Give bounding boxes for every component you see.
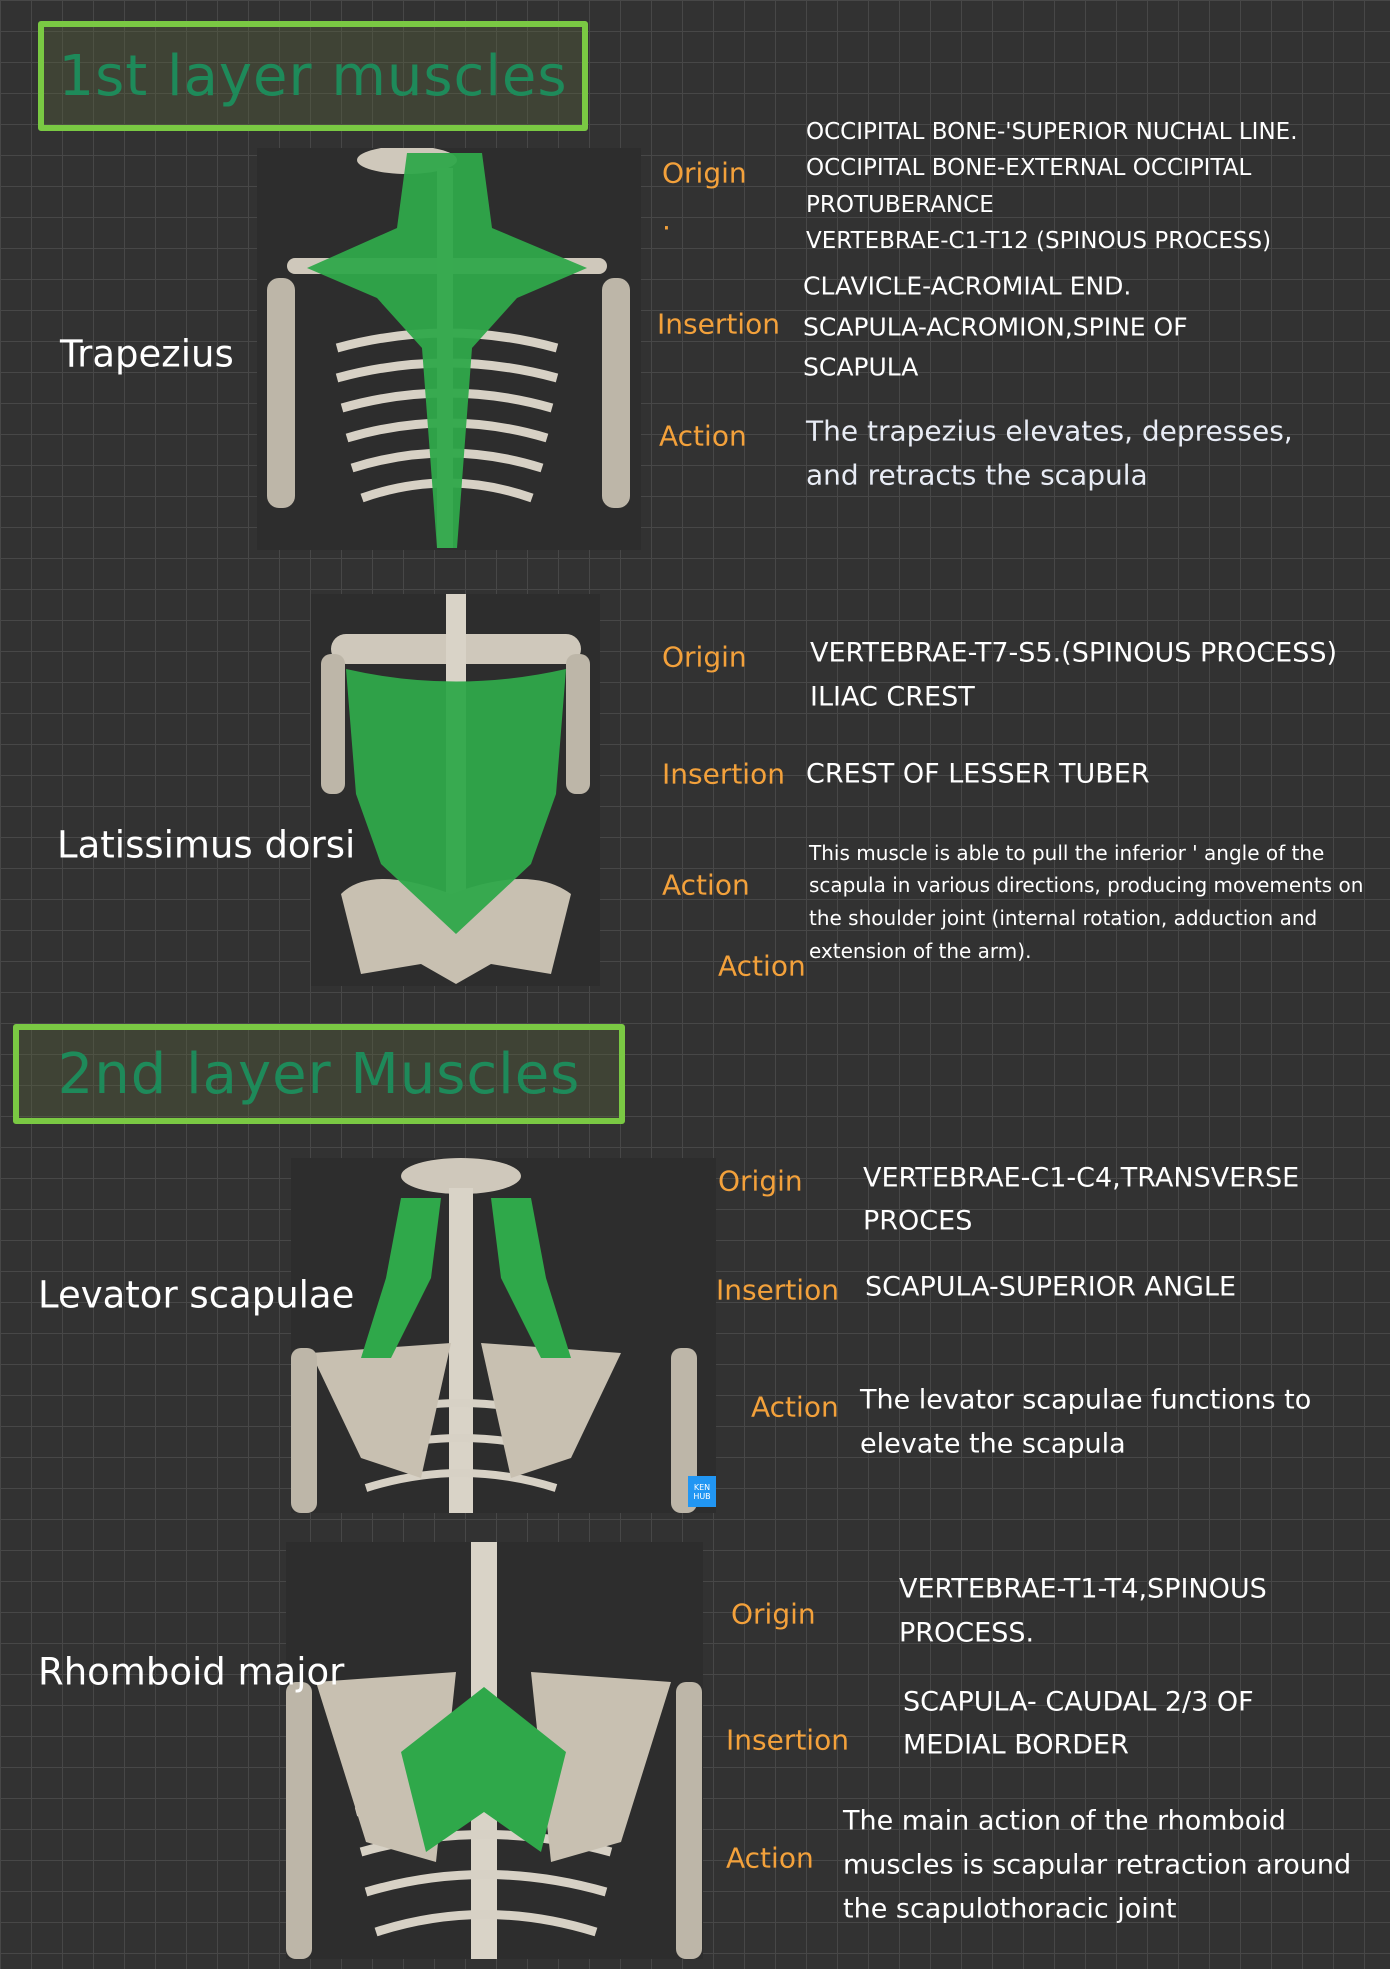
text-line: The levator scapulae functions to: [860, 1384, 1312, 1416]
text-line: MEDIAL BORDER: [903, 1729, 1129, 1761]
text-line: SCAPULA: [803, 352, 919, 382]
text-line: This muscle is able to pull the inferior…: [809, 841, 1325, 865]
section-title-text: 2nd layer Muscles: [57, 1041, 581, 1107]
action-label: Action: [659, 419, 747, 453]
text-line: the scapulothoracic joint: [843, 1893, 1177, 1925]
text-line: PROTUBERANCE: [806, 192, 994, 218]
rhomboid-major-illustration: [286, 1542, 703, 1959]
muscle-name-rhomboid-major: Rhomboid major: [38, 1650, 345, 1694]
text-line: ILIAC CREST: [810, 681, 975, 713]
origin-label: Origin: [662, 156, 747, 190]
text-line: elevate the scapula: [860, 1428, 1126, 1460]
muscle-name-trapezius: Trapezius: [60, 332, 234, 376]
section-title-text: 1st layer muscles: [58, 43, 568, 109]
stray-dot: .: [662, 203, 671, 237]
action-label: Action: [751, 1390, 839, 1424]
origin-label: Origin: [718, 1164, 803, 1198]
text-line: the shoulder joint (internal rotation, a…: [809, 906, 1318, 930]
muscle-name-latissimus-dorsi: Latissimus dorsi: [57, 823, 356, 867]
logo-text: HUB: [693, 1491, 711, 1501]
text-line: OCCIPITAL BONE-'SUPERIOR NUCHAL LINE.: [806, 119, 1298, 145]
levator-scapulae-illustration: [291, 1158, 716, 1513]
muscle-name-levator-scapulae: Levator scapulae: [38, 1273, 355, 1317]
action-label: Action: [662, 868, 750, 902]
text-line: SCAPULA-SUPERIOR ANGLE: [865, 1271, 1237, 1303]
text-line: OCCIPITAL BONE-EXTERNAL OCCIPITAL: [806, 155, 1252, 181]
text-line: and retracts the scapula: [806, 458, 1148, 492]
text-line: PROCESS.: [899, 1617, 1035, 1649]
logo-text: KEN: [693, 1482, 711, 1492]
section-title-1st-layer: 1st layer muscles: [38, 21, 588, 131]
text-line: VERTEBRAE-C1-C4,TRANSVERSE: [863, 1162, 1300, 1194]
origin-label: Origin: [731, 1597, 816, 1631]
text-line: SCAPULA-ACROMION,SPINE OF: [803, 312, 1188, 342]
trapezius-illustration: [257, 148, 641, 550]
text-line: muscles is scapular retraction around: [843, 1849, 1352, 1881]
latissimus-dorsi-illustration: [311, 594, 600, 986]
text-line: scapula in various directions, producing…: [809, 873, 1364, 897]
text-line: CLAVICLE-ACROMIAL END.: [803, 271, 1132, 301]
text-line: SCAPULA- CAUDAL 2/3 OF: [903, 1686, 1254, 1718]
insertion-label: Insertion: [657, 307, 780, 341]
text-line: VERTEBRAE-C1-T12 (SPINOUS PROCESS): [806, 228, 1272, 254]
text-line: extension of the arm).: [809, 939, 1032, 963]
insertion-label: Insertion: [726, 1723, 849, 1757]
kenhub-logo: KEN HUB: [688, 1476, 716, 1507]
insertion-label: Insertion: [662, 757, 785, 791]
duplicate-action-label: Action: [718, 949, 806, 983]
text-line: The trapezius elevates, depresses,: [806, 414, 1293, 448]
text-line: CREST OF LESSER TUBER: [806, 758, 1150, 790]
text-line: VERTEBRAE-T1-T4,SPINOUS: [899, 1573, 1267, 1605]
origin-label: Origin: [662, 640, 747, 674]
insertion-label: Insertion: [716, 1273, 839, 1307]
text-line: The main action of the rhomboid: [843, 1805, 1286, 1837]
action-label: Action: [726, 1841, 814, 1875]
section-title-2nd-layer: 2nd layer Muscles: [13, 1024, 625, 1124]
text-line: VERTEBRAE-T7-S5.(SPINOUS PROCESS): [810, 637, 1338, 669]
text-line: PROCES: [863, 1205, 973, 1237]
